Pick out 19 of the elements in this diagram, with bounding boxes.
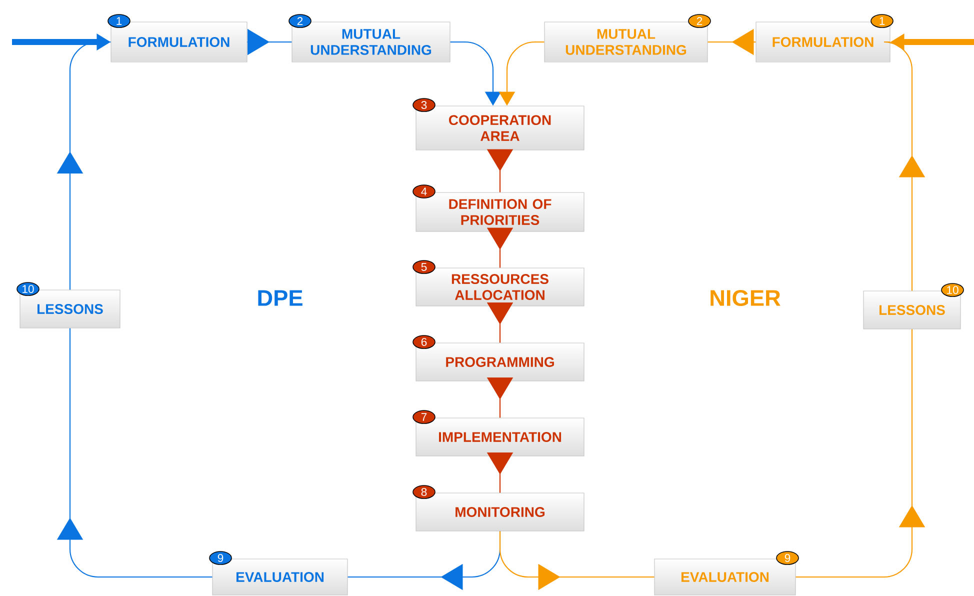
arrow <box>56 328 212 578</box>
number-badge: 10 <box>941 283 964 297</box>
number-badge: 9 <box>776 551 799 565</box>
number-badge: 2 <box>288 14 312 28</box>
number-badge: 2 <box>688 14 711 28</box>
region-label: NIGER <box>710 290 780 306</box>
number-badge: 1 <box>870 14 894 28</box>
region-label: DPE <box>258 290 302 306</box>
step-box: IMPLEMENTATION <box>416 418 584 456</box>
number-badge: 3 <box>412 98 436 112</box>
number-badge: 8 <box>412 485 436 499</box>
number-badge: 4 <box>412 184 436 198</box>
number-badge: 6 <box>412 335 436 349</box>
number-badge: 5 <box>412 260 436 274</box>
number-badge: 9 <box>209 551 232 565</box>
number-badge: 7 <box>412 410 436 424</box>
number-badge: 1 <box>108 14 130 28</box>
number-badge: 10 <box>16 282 40 296</box>
arrow <box>56 41 111 290</box>
